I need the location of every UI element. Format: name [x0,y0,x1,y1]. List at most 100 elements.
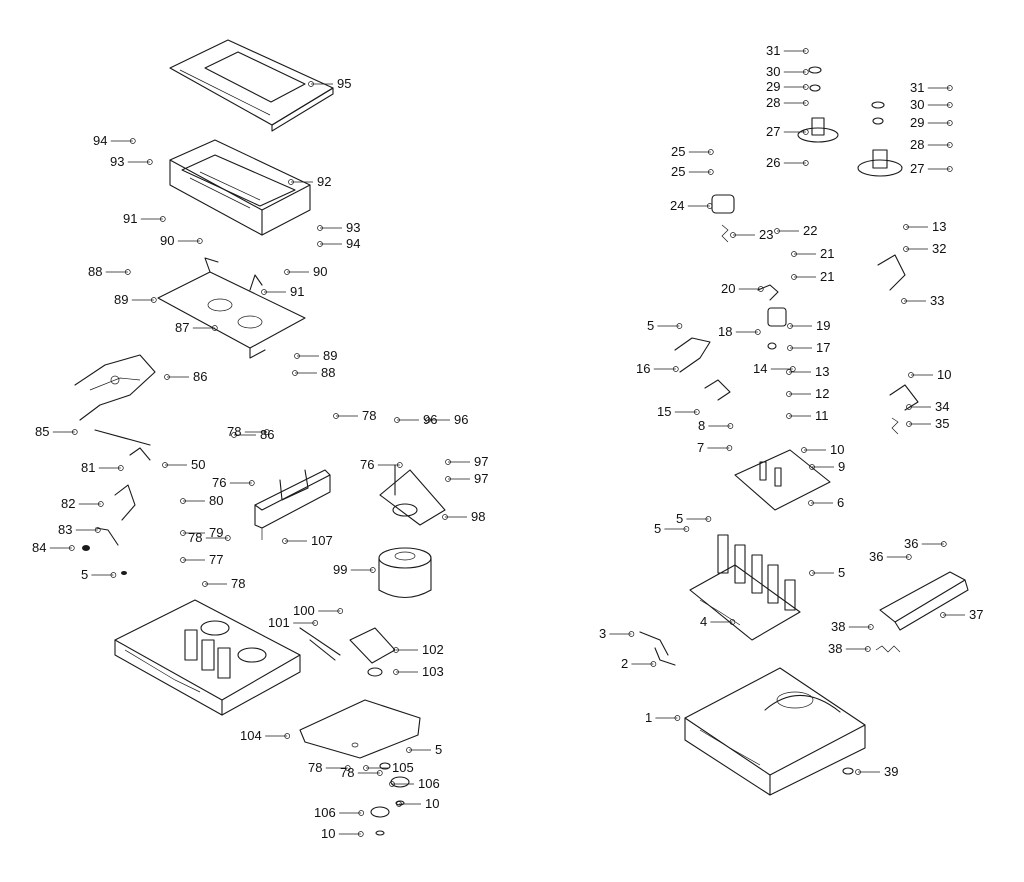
leader-end-marker [317,241,323,247]
leader-end-marker [676,323,683,329]
callout-76-b: 76 [360,457,374,472]
callout-25-a: 25 [671,144,685,159]
leader-end-marker [946,85,953,91]
callout-88-b: 88 [321,365,335,380]
leader-end-marker [787,323,793,329]
part-107-bracket [254,469,331,540]
leader-end-marker [124,269,131,275]
callout-5-b: 5 [435,742,442,757]
leader-end-marker [162,462,168,468]
leader-end-marker [389,781,395,787]
leader-end-marker [672,366,679,372]
part-1-main-chassis [684,667,866,796]
leader-end-marker [159,216,166,222]
callout-81: 81 [81,460,95,475]
leader-end-marker [393,647,399,653]
callout-20: 20 [721,281,735,296]
callout-1: 1 [645,710,652,725]
callout-34: 34 [935,399,949,414]
leader-end-marker [224,535,231,541]
part-98-bracket [379,464,446,526]
callout-94-a: 94 [93,133,107,148]
callout-10-b: 10 [321,826,335,841]
leader-end-marker [802,160,809,166]
leader-end-marker [650,661,657,667]
leader-end-marker [801,447,807,453]
leader-end-marker [180,557,186,563]
callout-99: 99 [333,562,347,577]
callout-7: 7 [697,440,704,455]
part-86-arm [74,354,156,421]
leader-end-marker [683,526,690,532]
callout-33: 33 [930,293,944,308]
callout-36-b: 36 [904,536,918,551]
callout-30-b: 30 [910,97,924,112]
part-19-20-17-assembly [757,284,787,350]
callout-89-a: 89 [114,292,128,307]
leader-end-marker [202,581,208,587]
callout-25-b: 25 [671,164,685,179]
callout-2: 2 [621,656,628,671]
leader-end-marker [940,612,946,618]
leader-end-marker [757,286,764,292]
callout-5-f: 5 [838,565,845,580]
leader-end-marker [445,459,451,465]
leader-end-marker [180,498,186,504]
callout-94-b: 94 [346,236,360,251]
leader-end-marker [786,391,792,397]
leader-end-marker [786,413,792,419]
callout-78-c: 78 [227,424,241,439]
part-drawings [74,39,969,836]
callout-78-b: 78 [231,576,245,591]
leader-end-marker [442,514,448,520]
leader-end-marker [791,251,797,257]
callout-104: 104 [240,728,262,743]
leader-end-marker [906,421,912,427]
leader-end-marker [150,297,157,303]
leader-end-marker [903,224,909,230]
callout-19: 19 [816,318,830,333]
callout-96-a: 96 [423,412,437,427]
callout-87: 87 [175,320,189,335]
leader-end-marker [425,417,431,423]
callout-98: 98 [471,509,485,524]
part-37-bracket [879,571,969,631]
leader-end-marker [68,545,75,551]
callout-107: 107 [311,533,333,548]
callout-13-a: 13 [815,364,829,379]
leader-end-marker [727,423,734,429]
callout-5-d: 5 [676,511,683,526]
callout-89-b: 89 [323,348,337,363]
leader-end-marker [292,370,298,376]
leader-end-marker [903,246,909,252]
leader-end-marker [707,149,714,155]
callout-38-b: 38 [828,641,842,656]
callout-15: 15 [657,404,671,419]
callout-85: 85 [35,424,49,439]
leader-end-marker [707,169,714,175]
leader-end-marker [705,516,712,522]
leader-end-marker [263,429,270,435]
leader-end-marker [376,770,383,776]
callout-92: 92 [317,174,331,189]
callout-13-b: 13 [932,219,946,234]
callout-14: 14 [753,361,767,376]
part-4-head-assembly [689,534,801,641]
callout-39: 39 [884,764,898,779]
callout-32: 32 [932,241,946,256]
callout-90-b: 90 [313,264,327,279]
leader-end-marker [802,69,809,75]
callout-28-b: 28 [910,137,924,152]
leader-end-marker [394,417,400,423]
leader-end-marker [729,619,736,625]
callout-11: 11 [815,408,829,423]
callout-labels: 95 94 93 92 91 90 93 94 90 88 91 89 87 8… [32,43,983,841]
callout-31-a: 31 [766,43,780,58]
callout-8: 8 [698,418,705,433]
leader-end-marker [71,429,78,435]
callout-6: 6 [837,495,844,510]
callout-93-b: 93 [346,220,360,235]
leader-end-marker [357,831,364,837]
part-85-84-levers [82,429,151,575]
leader-end-marker [288,179,294,185]
